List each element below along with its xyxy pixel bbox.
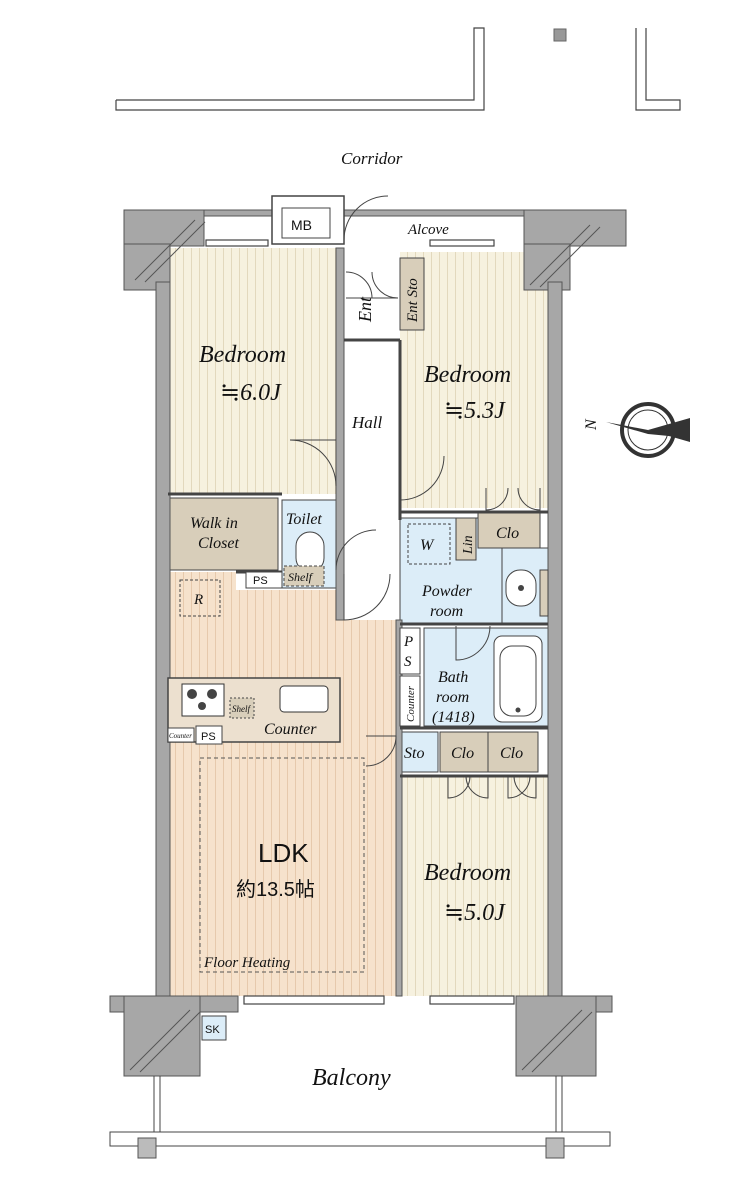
ldk-label: LDK [258, 838, 309, 868]
windows [205, 239, 515, 1005]
ldk-size: 約13.5帖 [236, 878, 315, 901]
ps-label-top: PS [253, 575, 268, 587]
balcony-label: Balcony [312, 1065, 391, 1091]
stove-icon [181, 683, 225, 717]
hall-label: Hall [351, 413, 383, 432]
north-compass-icon [606, 402, 690, 458]
bedroom-1-name: Bedroom [199, 342, 286, 368]
corridor-label: Corridor [341, 149, 403, 168]
ps-label-vertical-p: P [403, 634, 413, 650]
clo-label-top: Clo [496, 525, 519, 542]
walls [109, 209, 627, 1077]
powder-room-label-1: Powder [421, 583, 473, 600]
ent-sto-label: Ent Sto [405, 278, 421, 323]
ps-box-top [245, 571, 283, 589]
bath-room-label-2: room [436, 689, 469, 706]
counter-small-box [167, 727, 195, 743]
clo-area-top [477, 511, 541, 549]
sk-label: SK [205, 1024, 220, 1036]
bedroom-2-area [400, 252, 548, 508]
drain-icon [518, 585, 524, 591]
toilet-shelf-label: Shelf [288, 570, 314, 584]
walk-in-closet-label-2: Closet [198, 535, 239, 552]
corridor-outline [115, 27, 681, 111]
bathtub-inner-icon [499, 645, 537, 717]
ps-box-kitchen [195, 725, 223, 745]
burner-3-icon [198, 702, 206, 710]
powder-room-label-2: room [430, 603, 463, 620]
ps-label-vertical-s: S [404, 654, 412, 670]
ldk-area [168, 572, 396, 996]
toilet-shelf-area [283, 565, 325, 587]
clo-area-mid-1 [439, 731, 489, 773]
bedroom-3-name: Bedroom [424, 860, 511, 886]
washer-label: W [420, 537, 435, 554]
door-swings [289, 195, 541, 799]
counter-vertical-label: Counter [405, 685, 417, 722]
bathtub-drain-icon [515, 707, 521, 713]
walk-in-closet-area [167, 497, 279, 571]
burner-2-icon [207, 689, 217, 699]
bedroom-3-area [400, 776, 548, 996]
bedroom-2-size: ≒5.3J [444, 398, 506, 424]
ps-box-vertical [399, 627, 421, 675]
ps-label-kitchen: PS [201, 731, 216, 743]
refrigerator-space [179, 579, 221, 617]
toilet-label: Toilet [286, 511, 322, 528]
bedroom-1-size: ≒6.0J [220, 380, 282, 406]
walk-in-closet-label-1: Walk in [190, 515, 238, 532]
kitchen-shelf-box [229, 697, 255, 719]
ent-sto-area [399, 257, 425, 331]
mb-inner [281, 207, 331, 239]
floor-heating-label: Floor Heating [203, 955, 291, 971]
washbasin-shelf [539, 569, 549, 617]
bath-room-label-3: (1418) [432, 709, 475, 726]
bedroom-2-name: Bedroom [424, 362, 511, 388]
hall-area [344, 340, 400, 620]
clo-label-mid-2: Clo [500, 745, 523, 762]
alcove-label: Alcove [407, 222, 449, 238]
counter-small-label: Counter [169, 732, 192, 740]
lin-label: Lin [461, 535, 476, 555]
sink-icon [279, 685, 329, 713]
wall-hatching [129, 219, 601, 1073]
bedroom-3-size: ≒5.0J [444, 900, 506, 926]
counter-label: Counter [264, 721, 317, 738]
clo-area-mid-2 [487, 731, 539, 773]
mb-label: MB [291, 217, 312, 233]
refrigerator-label: R [193, 592, 203, 608]
burner-1-icon [187, 689, 197, 699]
balcony-outline [109, 1076, 611, 1159]
sk-box [201, 1015, 227, 1041]
washer-space [407, 523, 451, 565]
ent-label: Ent [355, 296, 375, 323]
kitchen-shelf-label: Shelf [232, 704, 251, 714]
lin-area [455, 517, 477, 561]
sto-label: Sto [404, 745, 424, 762]
bath-room-label-1: Bath [438, 669, 468, 686]
bedroom-1-area [168, 248, 336, 494]
north-label: N [583, 418, 600, 431]
clo-label-mid-1: Clo [451, 745, 474, 762]
counter-vertical-box [399, 675, 421, 727]
